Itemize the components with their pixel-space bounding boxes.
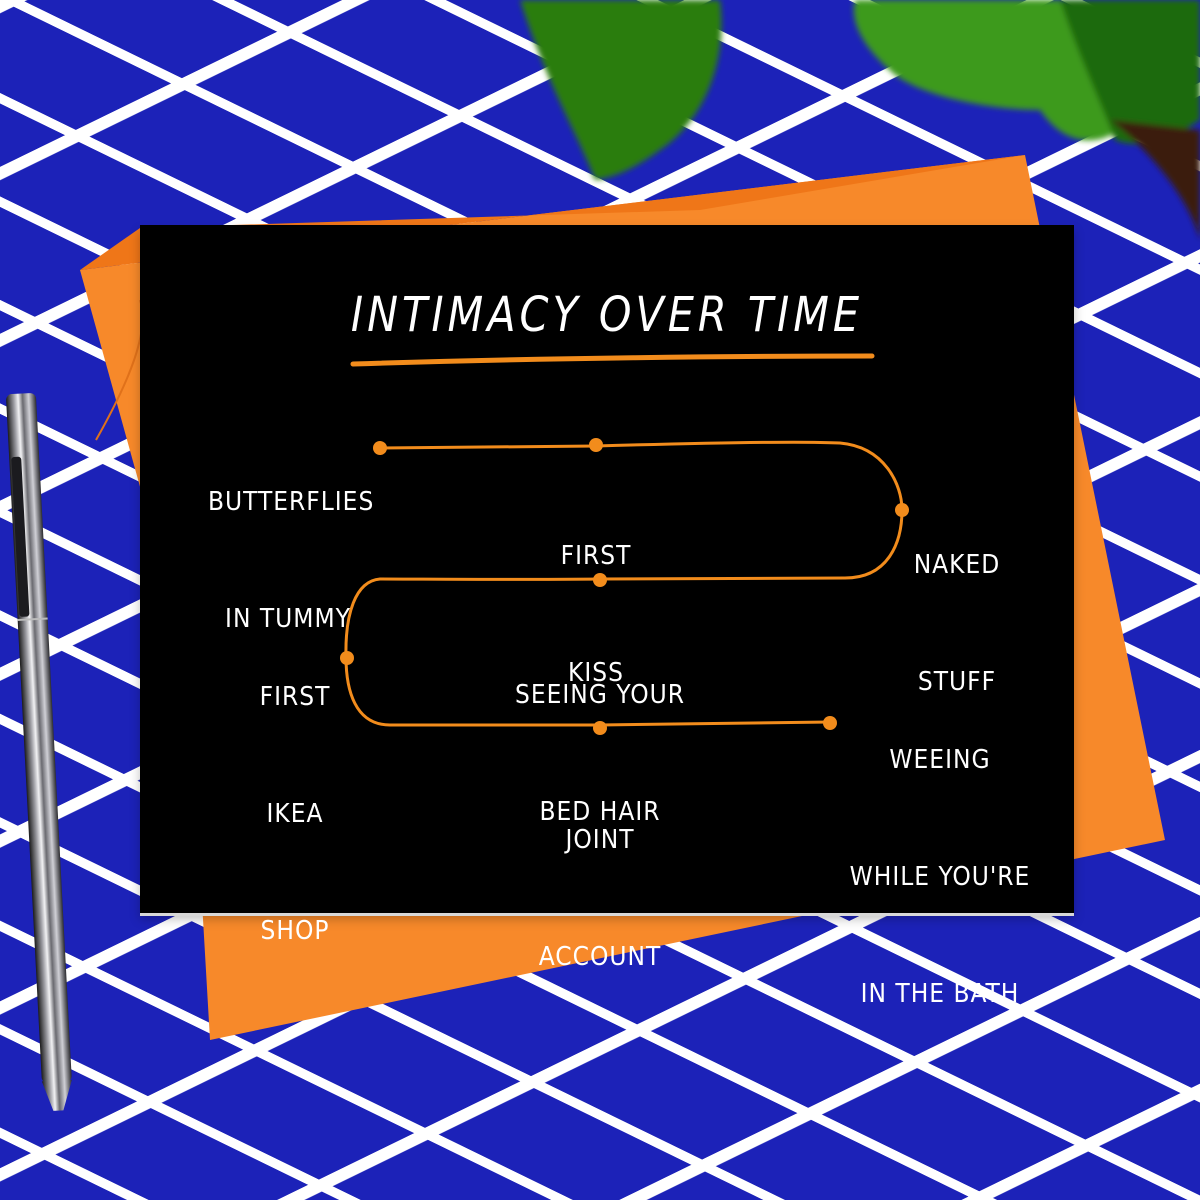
milestone-dot (340, 651, 354, 665)
milestone-label-first-kiss: FIRST KISS (560, 541, 632, 688)
milestone-label-naked-stuff: NAKED STUFF (913, 550, 1001, 697)
milestone-dot (823, 716, 837, 730)
card-title: INTIMACY OVER TIME (350, 285, 864, 343)
milestone-dot (373, 441, 387, 455)
milestone-label-joint-account: JOINT ACCOUNT (538, 825, 662, 972)
milestone-dot (593, 573, 607, 587)
milestone-label-weeing: WEEING WHILE YOU'RE IN THE BATH (849, 745, 1031, 1009)
timeline-path (340, 353, 909, 735)
milestone-label-butterflies: BUTTERFLIES IN TUMMY (208, 487, 375, 634)
title-underline (350, 353, 875, 367)
milestone-label-ikea-shop: FIRST IKEA SHOP (259, 682, 331, 946)
milestone-dot (895, 503, 909, 517)
milestone-dot (589, 438, 603, 452)
milestone-dot (593, 721, 607, 735)
milestone-label-bed-hair: SEEING YOUR BED HAIR (515, 680, 685, 827)
greeting-card: INTIMACY OVER TIME BUTTERFLIES IN TUMMY … (140, 225, 1074, 1009)
